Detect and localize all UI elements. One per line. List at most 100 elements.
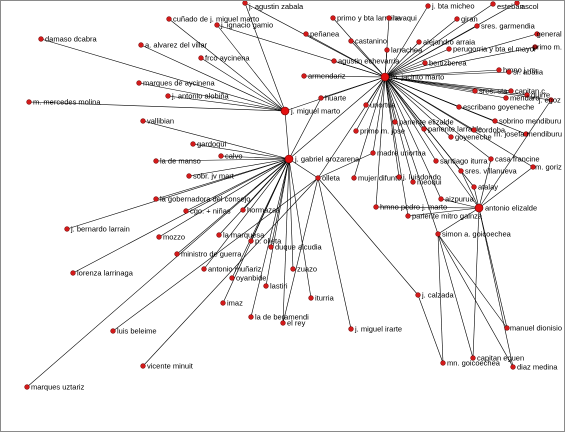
node-dot-hormazas[interactable] bbox=[240, 207, 246, 213]
node-dot-ascol[interactable] bbox=[514, 1, 520, 6]
node-luisdondo[interactable]: j. luisdondo bbox=[396, 173, 441, 182]
node-dot-iturria[interactable] bbox=[308, 295, 314, 301]
node-penanea[interactable]: peñanea bbox=[303, 30, 340, 39]
node-dot-pariente_lar[interactable] bbox=[421, 126, 427, 132]
node-dot-damaso[interactable] bbox=[38, 36, 44, 42]
node-dot-perugorria[interactable] bbox=[446, 46, 452, 52]
node-elrey[interactable]: el rey bbox=[280, 319, 306, 328]
node-dot-cgo[interactable] bbox=[183, 208, 189, 214]
node-dot-esteban[interactable] bbox=[490, 1, 496, 7]
node-santiago[interactable]: santiago iturra bbox=[433, 157, 489, 166]
node-dot-goriz[interactable] bbox=[530, 164, 536, 170]
node-diaz[interactable]: diaz medina bbox=[510, 363, 559, 372]
node-garmendia[interactable]: sres. garmendia bbox=[474, 22, 536, 31]
node-dot-lavaqui[interactable] bbox=[386, 15, 392, 21]
node-dot-elrey[interactable] bbox=[280, 320, 286, 326]
node-dot-alobina[interactable] bbox=[165, 93, 171, 99]
node-jacinto[interactable]: m. jacinto marto bbox=[380, 72, 444, 82]
node-gainza[interactable]: pariente mitro gainza bbox=[405, 212, 483, 221]
node-general[interactable]: general bbox=[534, 30, 562, 39]
node-dot-luisdondo[interactable] bbox=[396, 174, 402, 180]
node-uriortua[interactable]: uriortua bbox=[363, 101, 397, 110]
node-dot-alvarez[interactable] bbox=[138, 42, 144, 48]
node-munariz[interactable]: antonio muñariz bbox=[201, 265, 262, 274]
node-mn_goico[interactable]: mn. goicoechea bbox=[440, 359, 501, 368]
node-larrachea[interactable]: larrachea bbox=[384, 46, 423, 55]
node-dot-larrain[interactable] bbox=[64, 226, 70, 232]
node-dot-atalay[interactable] bbox=[471, 184, 477, 190]
node-dot-oyanbide[interactable] bbox=[229, 275, 235, 281]
node-meoqui[interactable]: meoqui bbox=[410, 178, 442, 187]
node-dot-villanueva[interactable] bbox=[458, 168, 464, 174]
node-goicoechea[interactable]: simon a. goicoechea bbox=[435, 230, 512, 239]
node-dot-vallibian[interactable] bbox=[140, 118, 146, 124]
node-beleime[interactable]: luis beleime bbox=[110, 327, 157, 336]
node-dot-sobr[interactable] bbox=[186, 173, 192, 179]
node-iturria[interactable]: iturria bbox=[308, 294, 335, 303]
node-arraia[interactable]: alejandro arraia bbox=[416, 38, 476, 47]
node-uztariz[interactable]: marques uztariz bbox=[24, 383, 85, 392]
node-olleta_p[interactable]: p. olleta bbox=[248, 237, 282, 246]
node-dot-olleta_p[interactable] bbox=[248, 238, 254, 244]
node-capitan_c[interactable]: capitan c. bbox=[508, 87, 548, 96]
node-dot-minuit[interactable] bbox=[140, 363, 146, 369]
node-vallibian[interactable]: vallibian bbox=[140, 117, 175, 126]
node-dot-zuazo[interactable] bbox=[290, 266, 296, 272]
node-dot-primo_larr[interactable] bbox=[330, 15, 336, 21]
node-dot-gobernadora[interactable] bbox=[153, 196, 159, 202]
node-gamio[interactable]: j. ignacio gamio bbox=[214, 21, 274, 30]
node-dot-giran[interactable] bbox=[454, 16, 460, 22]
node-dot-beleime[interactable] bbox=[110, 328, 116, 334]
node-primo_m[interactable]: primo m. bbox=[532, 43, 562, 52]
node-demanso[interactable]: la de manso bbox=[153, 157, 201, 166]
node-aycinena_f[interactable]: frco aycinena bbox=[198, 54, 251, 63]
node-dot-marques_ay[interactable] bbox=[136, 80, 142, 86]
node-cunado[interactable]: cuñado de j. miguel marto bbox=[166, 15, 260, 24]
node-dot-uriortua2[interactable] bbox=[370, 150, 376, 156]
node-dot-cordoba[interactable] bbox=[471, 127, 477, 133]
node-dot-primo_j[interactable] bbox=[353, 128, 359, 134]
node-casa_francine[interactable]: casa francine bbox=[488, 155, 540, 164]
node-goyeneche2[interactable]: goyeneche bbox=[448, 133, 492, 142]
node-elizalde[interactable]: antonio elizalde bbox=[474, 204, 537, 213]
node-arozarena[interactable]: j. gabriel arozarena bbox=[284, 154, 360, 164]
node-cordoba[interactable]: cordoba bbox=[471, 126, 506, 135]
node-aizpurua[interactable]: aizpurua bbox=[438, 195, 475, 204]
node-molina[interactable]: m. mercedes molina bbox=[26, 98, 102, 107]
node-pariente_el[interactable]: pariente elizalde bbox=[392, 118, 454, 127]
node-dot-gardoqui[interactable] bbox=[190, 141, 196, 147]
node-damaso[interactable]: damaso dcabra bbox=[38, 35, 98, 44]
node-dot-mujer[interactable] bbox=[351, 175, 357, 181]
node-dot-bertizberea[interactable] bbox=[422, 60, 428, 66]
node-dot-olleta[interactable] bbox=[315, 175, 321, 181]
node-alvarez[interactable]: a. alvarez del villar bbox=[138, 41, 208, 50]
node-sres_sta[interactable]: sres. sta bbox=[472, 87, 509, 96]
node-dot-cunado[interactable] bbox=[166, 16, 172, 22]
node-ministro[interactable]: ministro de guerra bbox=[174, 250, 243, 259]
node-hmno_j[interactable]: hmno j. m. bbox=[496, 66, 538, 75]
node-miguel_marto[interactable]: j. miguel marto bbox=[280, 106, 340, 116]
node-calvo[interactable]: calvo bbox=[218, 152, 243, 161]
node-uriortua2[interactable]: madre uriortua bbox=[370, 149, 427, 158]
node-hmno_pedro[interactable]: hmno pedro j. marto bbox=[373, 203, 448, 212]
node-castanino[interactable]: castanino bbox=[348, 37, 388, 46]
node-dot-alcudia[interactable] bbox=[268, 244, 274, 250]
node-mendaro[interactable]: mendaro bbox=[503, 94, 540, 103]
node-dot-jacinto[interactable] bbox=[380, 72, 390, 82]
node-mozzo[interactable]: mozzo bbox=[156, 233, 185, 242]
node-calzada[interactable]: j. calzada bbox=[415, 291, 455, 300]
node-dot-arozarena[interactable] bbox=[284, 154, 294, 164]
node-dot-hmno_j[interactable] bbox=[496, 67, 502, 73]
node-dot-santiago[interactable] bbox=[433, 158, 439, 164]
node-dot-penanea[interactable] bbox=[303, 31, 309, 37]
node-dot-marquesa[interactable] bbox=[216, 232, 222, 238]
node-dot-egoz[interactable] bbox=[548, 97, 554, 103]
node-dot-molina[interactable] bbox=[26, 99, 32, 105]
node-dot-eguen[interactable] bbox=[470, 355, 476, 361]
node-dot-diaz[interactable] bbox=[510, 364, 516, 370]
node-larrain[interactable]: j. bernardo larrain bbox=[64, 225, 130, 234]
node-dot-mendaro[interactable] bbox=[503, 95, 509, 101]
node-perugorria[interactable]: perugorria y bta el mayor bbox=[446, 45, 537, 54]
node-dot-meoqui[interactable] bbox=[410, 179, 416, 185]
node-dot-miguel_marto[interactable] bbox=[280, 106, 290, 116]
